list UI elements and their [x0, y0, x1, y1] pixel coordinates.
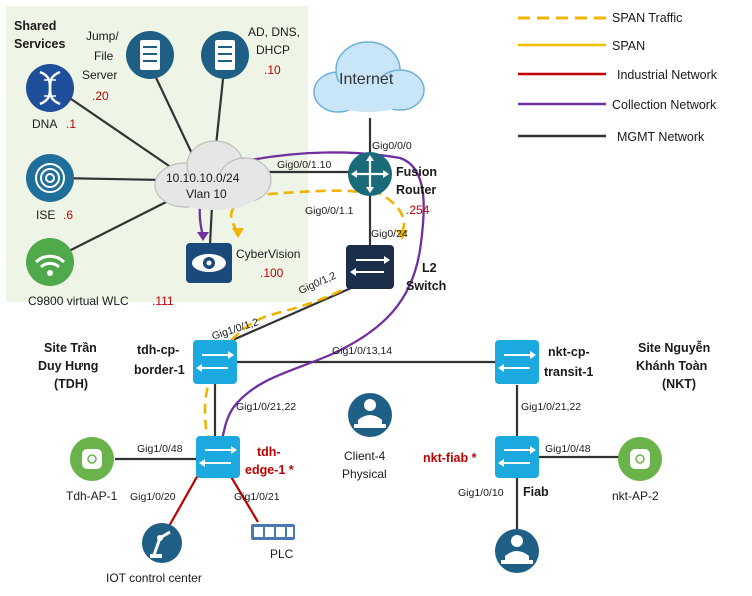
ise-ip: .6 — [63, 208, 73, 222]
fiab-label: Fiab — [523, 485, 549, 499]
plc-icon — [251, 524, 295, 540]
dna-icon — [26, 64, 74, 112]
jump-server-label: File — [94, 49, 114, 63]
shared-services-title: Shared — [14, 19, 56, 33]
user-laptop-icon — [348, 393, 392, 437]
access-point-icon — [618, 437, 662, 481]
iot-label: IOT control center — [106, 571, 202, 585]
router-icon — [348, 152, 392, 196]
port-label: Gig0/0/0 — [372, 140, 412, 152]
jump-server-ip: .20 — [92, 89, 109, 103]
port-label: Gig1/0/48 — [137, 443, 183, 455]
site-tdh-label: Duy Hưng — [38, 359, 98, 373]
fingerprint-icon — [26, 154, 74, 202]
switch-icon — [495, 340, 539, 384]
tdh-border-label: border-1 — [134, 363, 185, 377]
switch-icon — [196, 436, 240, 478]
site-nkt-label: Khánh Toàn — [636, 359, 707, 373]
ad-server-label: DHCP — [256, 43, 290, 57]
cybervision-label: CyberVision — [236, 247, 300, 261]
fusion-router-ip: .254 — [406, 203, 430, 217]
wifi-icon — [26, 238, 74, 286]
legend-label: MGMT Network — [617, 130, 705, 144]
client-label: Physical — [342, 467, 387, 481]
cybervision-ip: .100 — [260, 266, 284, 280]
port-label: Gig1/0/13,14 — [332, 345, 392, 357]
nkt-transit-label: transit-1 — [544, 365, 593, 379]
ise-label: ISE — [36, 208, 55, 222]
port-label: Gig1/0/21 — [234, 491, 280, 503]
collection-arrowhead — [197, 232, 209, 241]
legend-label: Industrial Network — [617, 68, 718, 82]
port-label: Gig1/0/21,22 — [236, 401, 296, 413]
tdh-border-label: tdh-cp- — [137, 343, 179, 357]
switch-icon — [495, 436, 539, 478]
port-label: Gig0/0/1.1 — [305, 205, 354, 217]
l2-switch-label: L2 — [422, 261, 437, 275]
dna-label: DNA — [32, 117, 57, 131]
legend: SPAN Traffic SPAN Industrial Network Col… — [518, 11, 718, 144]
switch-icon — [193, 340, 237, 384]
vlan-cloud — [154, 140, 272, 210]
port-label: Gig0/24 — [371, 228, 408, 240]
internet-label: Internet — [339, 71, 394, 88]
dna-ip: .1 — [66, 117, 76, 131]
port-label: Gig1/0/21,22 — [521, 401, 581, 413]
industrial-network-links — [167, 474, 259, 529]
cybervision-icon — [186, 243, 232, 283]
site-nkt-label: Site Nguyễn — [638, 340, 710, 355]
wlc-ip: .111 — [152, 294, 174, 308]
client-label: Client-4 — [344, 449, 386, 463]
tdh-edge-label: edge-1 * — [245, 463, 294, 477]
server-icon — [126, 31, 174, 79]
user-laptop-icon — [495, 529, 539, 573]
ad-server-ip: .10 — [264, 63, 281, 77]
access-point-icon — [70, 437, 114, 481]
subnet-label: 10.10.10.0/24 — [166, 171, 240, 185]
nkt-transit-label: nkt-cp- — [548, 345, 590, 359]
site-tdh-label: Site Trần — [44, 341, 97, 355]
tdh-edge-label: tdh- — [257, 445, 281, 459]
port-label: Gig1/0/10 — [458, 487, 504, 499]
internet-cloud — [313, 41, 425, 113]
fusion-router-label: Fusion — [396, 165, 437, 179]
jump-server-label: Jump/ — [86, 29, 119, 43]
port-label: Gig1/0/20 — [130, 491, 176, 503]
ad-server-label: AD, DNS, — [248, 25, 300, 39]
span-arrowhead-l2 — [396, 230, 408, 240]
legend-label: SPAN — [612, 39, 645, 53]
tdh-ap-label: Tdh-AP-1 — [66, 489, 118, 503]
l2-switch-icon — [346, 245, 394, 289]
port-label: Gig0/0/1.10 — [277, 159, 331, 171]
site-tdh-label: (TDH) — [54, 377, 88, 391]
nkt-fiab-label: nkt-fiab * — [423, 451, 477, 465]
fusion-router-label: Router — [396, 183, 436, 197]
plc-label: PLC — [270, 547, 294, 561]
jump-server-label: Server — [82, 68, 117, 82]
shared-services-title: Services — [14, 37, 65, 51]
wlc-label: C9800 virtual WLC — [28, 294, 129, 308]
span-arrowhead-cybervision — [232, 228, 244, 238]
legend-label: SPAN Traffic — [612, 11, 682, 25]
site-nkt-label: (NKT) — [662, 377, 696, 391]
vlan-label: Vlan 10 — [186, 187, 227, 201]
nkt-ap-label: nkt-AP-2 — [612, 489, 659, 503]
port-label: Gig1/0/48 — [545, 443, 591, 455]
server-icon — [201, 31, 249, 79]
l2-switch-label: Switch — [406, 279, 446, 293]
robot-arm-icon — [142, 523, 182, 563]
legend-label: Collection Network — [612, 98, 717, 112]
